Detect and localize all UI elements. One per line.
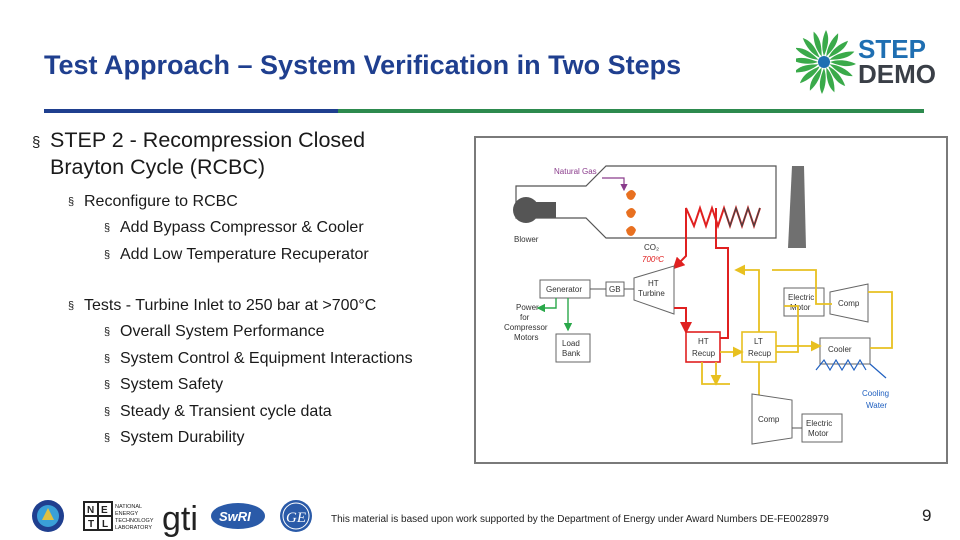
sub-sub-bullet-label: Steady & Transient cycle data	[120, 402, 332, 420]
power-label-4: Motors	[514, 333, 538, 342]
electric-motor-bottom-label-2: Motor	[808, 429, 829, 438]
load-bank-label-2: Bank	[562, 349, 581, 358]
sub-sub-bullet: § System Safety	[104, 372, 462, 399]
sub-sub-bullet: § Add Bypass Compressor & Cooler	[104, 215, 462, 242]
logo-step-text: STEP	[858, 34, 926, 64]
natural-gas-label: Natural Gas	[554, 167, 597, 176]
bullet-marker-icon: §	[68, 196, 75, 208]
logo-demo-text: DEMO	[858, 59, 936, 89]
sub-sub-bullet-label: System Safety	[120, 376, 224, 393]
cooling-water-label-1: Cooling	[862, 389, 889, 398]
svg-text:E: E	[101, 505, 108, 516]
svg-text:L: L	[102, 519, 108, 530]
funding-footnote: This material is based upon work support…	[331, 514, 829, 525]
page-number: 9	[922, 506, 932, 525]
compressor-bottom	[751, 393, 793, 445]
bullet-marker-icon: §	[104, 248, 111, 261]
turbine-shape	[633, 265, 675, 315]
blower-icon	[513, 197, 539, 223]
load-bank-label-1: Load	[562, 339, 580, 348]
netl-line1: NATIONAL	[115, 504, 142, 510]
bullet-marker-icon: §	[104, 326, 111, 338]
sub-sub-bullet-label: Overall System Performance	[120, 323, 325, 340]
bullet-marker-icon: §	[104, 379, 111, 391]
power-label-2: for	[520, 313, 530, 322]
electric-motor-top-label-1: Electric	[788, 293, 814, 302]
netl-line4: LABORATORY	[115, 525, 152, 531]
ge-text: GE	[286, 510, 306, 526]
swri-text: SwRI	[219, 509, 251, 524]
netl-line3: TECHNOLOGY	[115, 518, 154, 524]
bullet-marker-icon: §	[104, 405, 111, 418]
turbine-label-1: HT	[648, 279, 659, 288]
sub-bullet-label: Tests - Turbine Inlet to 250 bar at >700…	[84, 297, 377, 314]
sub-sub-bullet: § Overall System Performance	[104, 319, 462, 346]
doe-seal-icon	[32, 500, 64, 532]
main-bullet-line2: Brayton Cycle (RCBC)	[50, 155, 266, 179]
ht-recuperator	[685, 331, 721, 363]
sub-bullet-label: Reconfigure to RCBC	[84, 193, 238, 210]
generator-label: Generator	[546, 285, 582, 294]
sub-bullet-reconfigure: § Reconfigure to RCBC	[68, 189, 462, 215]
gti-logo: gti	[162, 500, 198, 538]
step-demo-logo	[796, 30, 856, 94]
sub-sub-bullet-label: Add Low Temperature Recuperator	[120, 245, 369, 263]
exhaust-stack	[788, 166, 806, 248]
sub-sub-bullet-label: System Durability	[120, 429, 245, 446]
lt-recup-label-2: Recup	[748, 349, 772, 358]
bullet-marker-icon: §	[32, 134, 41, 151]
sub-sub-bullet-label: System Control & Equipment Interactions	[120, 349, 413, 367]
gearbox-label: GB	[609, 285, 621, 294]
sub-sub-bullet-label: Add Bypass Compressor & Cooler	[120, 219, 364, 236]
cooler-label: Cooler	[828, 345, 852, 354]
svg-text:N: N	[87, 505, 94, 516]
ge-logo	[280, 500, 312, 532]
electric-motor-top-label-2: Motor	[790, 303, 811, 312]
swri-logo	[211, 503, 265, 529]
netl-line2: ENERGY	[115, 511, 139, 517]
cooling-water-label-2: Water	[866, 401, 887, 410]
main-bullet: § STEP 2 - Recompression Closed Brayton C…	[32, 128, 462, 179]
bullet-marker-icon: §	[104, 352, 111, 365]
sub-bullet-tests: § Tests - Turbine Inlet to 250 bar at >70…	[68, 293, 462, 319]
compressor-top-label: Comp	[838, 299, 860, 308]
cooler-box	[819, 337, 871, 365]
electric-motor-top	[783, 287, 825, 317]
bullet-marker-icon: §	[104, 432, 111, 444]
slide-title: Test Approach – System Verification in T…	[44, 50, 682, 80]
electric-motor-bottom	[801, 413, 843, 443]
main-bullet-line1: STEP 2 - Recompression Closed	[50, 128, 366, 152]
sub-sub-bullet: § System Durability	[104, 425, 462, 452]
rcbc-process-diagram: Blower Natural Gas CO₂ 700ºC Generator G…	[474, 136, 948, 464]
sub-sub-bullet: § Steady & Transient cycle data	[104, 399, 462, 426]
partner-logos: N E T L NATIONAL ENERGY TECHNOLOGY LABOR…	[32, 500, 312, 538]
svg-text:T: T	[88, 519, 94, 530]
temperature-label: 700ºC	[642, 255, 664, 264]
sub-sub-bullet: § Add Low Temperature Recuperator	[104, 242, 462, 269]
co2-label: CO₂	[644, 243, 659, 252]
power-label-3: Compressor	[504, 323, 548, 332]
power-label-1: Power	[516, 303, 539, 312]
bullet-marker-icon: §	[104, 222, 111, 234]
sub-sub-bullet: § System Control & Equipment Interactions	[104, 346, 462, 373]
ht-recup-label-1: HT	[698, 337, 709, 346]
lt-recup-label-1: LT	[754, 337, 763, 346]
bullet-marker-icon: §	[68, 300, 75, 312]
blower-label: Blower	[514, 235, 539, 244]
turbine-label-2: Turbine	[638, 289, 665, 298]
ht-recup-label-2: Recup	[692, 349, 716, 358]
title-underline	[44, 109, 924, 113]
compressor-top	[829, 283, 869, 323]
bullet-list: § STEP 2 - Recompression Closed Brayton C…	[32, 128, 462, 452]
netl-logo: N E T L NATIONAL ENERGY TECHNOLOGY LABOR…	[83, 501, 154, 531]
electric-motor-bottom-label-1: Electric	[806, 419, 832, 428]
compressor-bottom-label: Comp	[758, 415, 780, 424]
load-bank-box	[555, 333, 591, 363]
flame-icon	[626, 190, 636, 236]
